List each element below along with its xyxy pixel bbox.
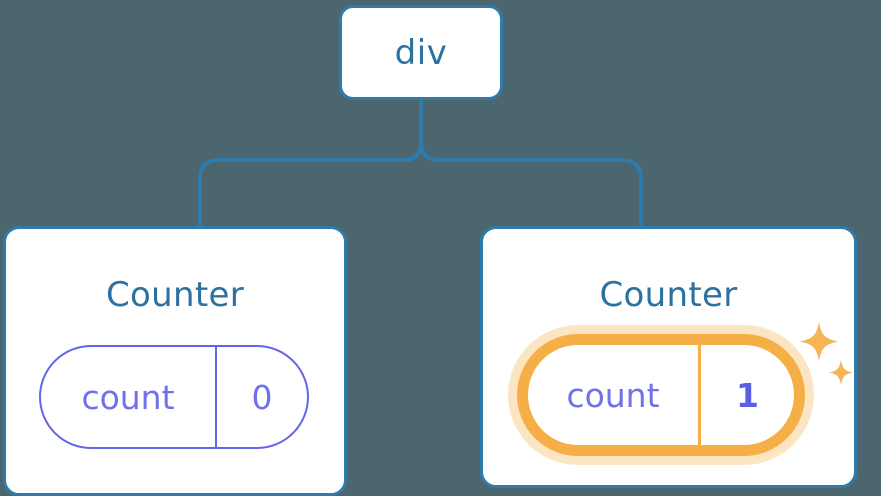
state-pill-left-wrapper: count 0 bbox=[39, 345, 309, 449]
state-pill-left-value-cell: 0 bbox=[217, 347, 307, 447]
state-pill-right-key-cell: count bbox=[528, 345, 701, 445]
state-pill-right-value-cell: 1 bbox=[701, 345, 794, 445]
edge-to-left-child bbox=[198, 140, 423, 228]
state-pill-right-wrapper: count 1 bbox=[517, 334, 805, 456]
node-counter-left-title: Counter bbox=[106, 275, 244, 315]
state-pill-right[interactable]: count 1 bbox=[517, 334, 805, 456]
state-pill-right-key: count bbox=[566, 375, 660, 415]
node-root-div[interactable]: div bbox=[339, 5, 503, 100]
node-counter-right-title: Counter bbox=[599, 275, 738, 315]
state-pill-right-value: 1 bbox=[736, 375, 759, 415]
state-pill-left-key-cell: count bbox=[41, 347, 217, 447]
state-pill-left[interactable]: count 0 bbox=[39, 345, 309, 449]
state-pill-left-value: 0 bbox=[251, 377, 273, 417]
node-root-label: div bbox=[394, 32, 448, 73]
state-pill-left-key: count bbox=[81, 377, 175, 417]
edge-to-right-child bbox=[419, 140, 643, 228]
